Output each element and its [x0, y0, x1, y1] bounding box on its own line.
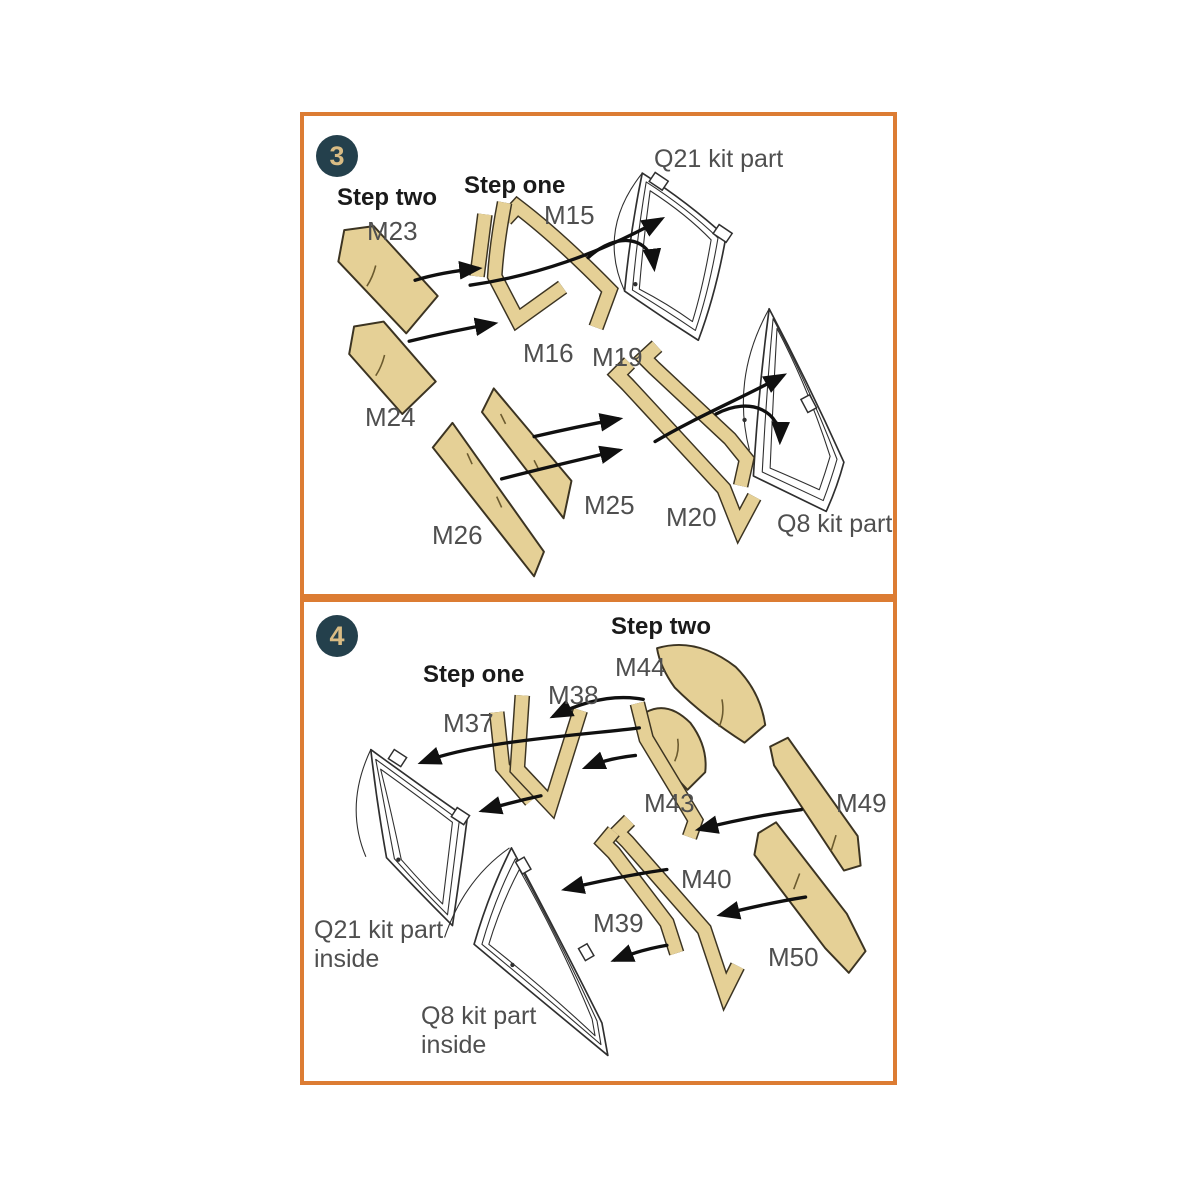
assembly-arrow: [468, 216, 666, 287]
part-label-m20: M20: [666, 502, 717, 532]
mask-piece-m44: [656, 643, 767, 744]
diagram-step-4: [355, 643, 867, 1057]
part-label-m23: M23: [367, 216, 418, 246]
panel-step-4: 4 Step two Step one M44 M38 M37 M43 M49 …: [300, 598, 897, 1085]
assembly-arrow: [653, 373, 788, 444]
assembly-arrow: [716, 895, 808, 920]
rivet-dot: [742, 417, 747, 423]
step-number-badge: 4: [316, 615, 358, 657]
kit-part-q21-inside-drawing: [355, 748, 471, 927]
step-number-badge: 3: [316, 135, 358, 177]
part-label-m38: M38: [548, 680, 599, 710]
assembly-arrow: [499, 445, 624, 481]
assembly-arrow: [561, 867, 669, 894]
part-label-m16: M16: [523, 338, 574, 368]
mask-piece-m37: [488, 711, 538, 806]
mask-piece-m40: [606, 814, 745, 1013]
part-label-m15: M15: [544, 200, 595, 230]
kit-part-label-q21-inside: Q21 kit part inside: [314, 916, 444, 973]
part-label-m37: M37: [443, 708, 494, 738]
canopy-latch: [799, 393, 818, 414]
kit-part-q21-drawing: [613, 171, 734, 342]
rivet-dot: [633, 282, 638, 287]
part-label-m26: M26: [432, 520, 483, 550]
mask-piece-m19: [632, 340, 756, 488]
assembly-arrow: [407, 317, 499, 343]
part-label-m40: M40: [681, 864, 732, 894]
part-label-m50: M50: [768, 942, 819, 972]
step-one-heading: Step one: [464, 172, 566, 199]
assembly-arrow: [532, 413, 624, 439]
mask-piece-m20: [606, 357, 762, 545]
assembly-arrow: [417, 726, 641, 765]
mask-piece-m49: [769, 736, 862, 872]
kit-part-label-q8: Q8 kit part: [777, 510, 893, 538]
assembly-arrow: [581, 751, 638, 769]
step-one-heading: Step one: [423, 661, 525, 688]
mask-piece-m23: [337, 225, 439, 335]
part-label-m25: M25: [584, 490, 635, 520]
assembly-arrow: [478, 794, 543, 815]
kit-part-q8-drawing: [742, 307, 845, 513]
assembly-arrow: [714, 404, 790, 446]
kit-part-q8-inside-drawing: [444, 847, 609, 1057]
part-label-m19: M19: [592, 342, 643, 372]
assembly-arrow: [549, 695, 645, 719]
open-pane-line: [355, 749, 372, 857]
diagram-step-3: [337, 171, 845, 578]
part-label-m24: M24: [365, 402, 416, 432]
part-label-m43: M43: [644, 788, 695, 818]
part-label-m44: M44: [615, 652, 666, 682]
step-two-heading: Step two: [611, 613, 711, 640]
assembly-arrow: [610, 943, 669, 962]
mask-piece-m25: [480, 387, 573, 520]
open-pane-line: [742, 308, 770, 451]
mask-piece-m15: [499, 195, 619, 331]
kit-part-label-q21: Q21 kit part: [654, 145, 784, 173]
rivet-dot: [396, 857, 401, 862]
canopy-latch: [712, 223, 734, 244]
canopy-latch: [577, 942, 595, 962]
canopy-latch: [387, 748, 408, 768]
assembly-arrow: [586, 238, 662, 273]
step-number: 4: [329, 620, 345, 651]
canopy-latch: [648, 171, 670, 192]
part-label-m39: M39: [593, 908, 644, 938]
kit-part-label-q8-inside: Q8 kit part inside: [421, 1002, 537, 1059]
mask-piece-m39: [593, 826, 685, 956]
rivet-dot: [510, 962, 515, 968]
mask-piece-m24: [348, 320, 437, 415]
assembly-arrow: [413, 260, 483, 282]
step-two-heading: Step two: [337, 184, 437, 211]
canopy-latch: [514, 856, 532, 876]
canopy-latch: [450, 806, 471, 826]
mask-piece-m38: [509, 694, 705, 840]
part-label-m49: M49: [836, 788, 887, 818]
open-pane-line: [444, 847, 510, 938]
assembly-arrow: [694, 807, 804, 834]
panel-step-3: 3 Step two Step one M23 M15 M16 M19 M24 …: [300, 112, 897, 598]
mask-piece-m50: [753, 821, 867, 974]
mask-piece-m26: [431, 421, 545, 578]
step-number: 3: [329, 140, 345, 171]
open-pane-line: [613, 172, 643, 292]
